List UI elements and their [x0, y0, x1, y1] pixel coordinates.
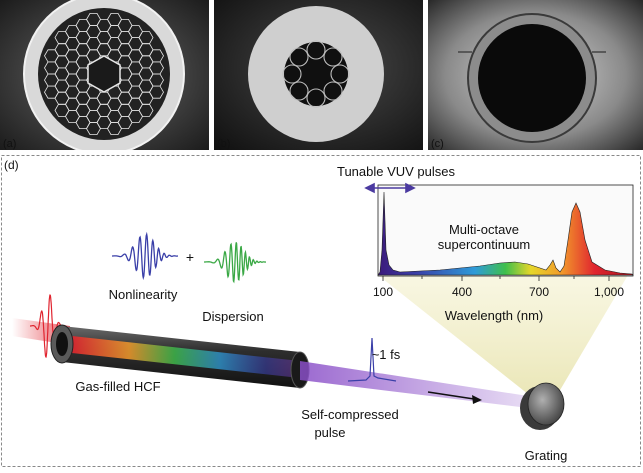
- propagation-arrow: [427, 391, 482, 404]
- dispersion-label: Dispersion: [202, 309, 263, 324]
- spectrum-plot: 100 400 700 1,000 Wavelength (nm): [373, 184, 634, 323]
- compressed-pulse: [347, 337, 397, 382]
- panel-label-c: (c): [431, 138, 444, 150]
- plus-sign: +: [186, 249, 194, 265]
- dispersion-wave-packet: [204, 242, 266, 284]
- cladding-cell: [138, 103, 154, 117]
- panel-c-micrograph: [428, 0, 643, 150]
- capillary-tube: [306, 40, 326, 60]
- hollow-core: [87, 55, 121, 93]
- spectrum-ticks: [382, 276, 610, 281]
- capillary-tube: [330, 64, 350, 84]
- supercontinuum-label-line1: Multi-octave: [449, 222, 519, 237]
- compressed-label-line2: pulse: [314, 425, 345, 440]
- spectrum-projection-cone: [378, 275, 628, 402]
- panel-label-a: (a): [3, 138, 16, 150]
- ring-capillaries: [282, 40, 350, 108]
- tunable-vuv-label: Tunable VUV pulses: [337, 164, 456, 179]
- fiber-label: Gas-filled HCF: [75, 379, 160, 394]
- panel-a-micrograph: [0, 0, 209, 150]
- panel-b-micrograph: [214, 0, 423, 150]
- panel-label-b: (b): [217, 138, 230, 150]
- tick-label-1000: 1,000: [594, 285, 624, 299]
- panel-label-d: (d): [4, 158, 19, 172]
- honeycomb-cladding: [44, 12, 164, 136]
- capillary-tube: [289, 81, 309, 101]
- input-pulse: [30, 294, 66, 359]
- nonlinearity-label: Nonlinearity: [109, 287, 178, 302]
- output-beam: [300, 361, 528, 408]
- supercontinuum-label-line2: supercontinuum: [438, 237, 531, 252]
- capillary-tube: [323, 47, 343, 67]
- spectrum-curve: [377, 191, 634, 276]
- tick-label-700: 700: [529, 285, 549, 299]
- grating-label: Grating: [525, 448, 568, 463]
- capillary-tube: [289, 47, 309, 67]
- tunable-range-arrow: [364, 182, 416, 194]
- nonlinearity-wave-packet: [112, 231, 178, 281]
- grating: [520, 382, 565, 430]
- tick-label-400: 400: [452, 285, 472, 299]
- capillary-tube: [323, 81, 343, 101]
- capillary-tube: [306, 88, 326, 108]
- tick-label-100: 100: [373, 285, 393, 299]
- cladding-cell: [117, 116, 133, 130]
- spectrum-xlabel: Wavelength (nm): [445, 308, 544, 323]
- compressed-label-line1: Self-compressed: [301, 407, 399, 422]
- capillary-tube: [282, 64, 302, 84]
- fs-label: ~1 fs: [372, 347, 401, 362]
